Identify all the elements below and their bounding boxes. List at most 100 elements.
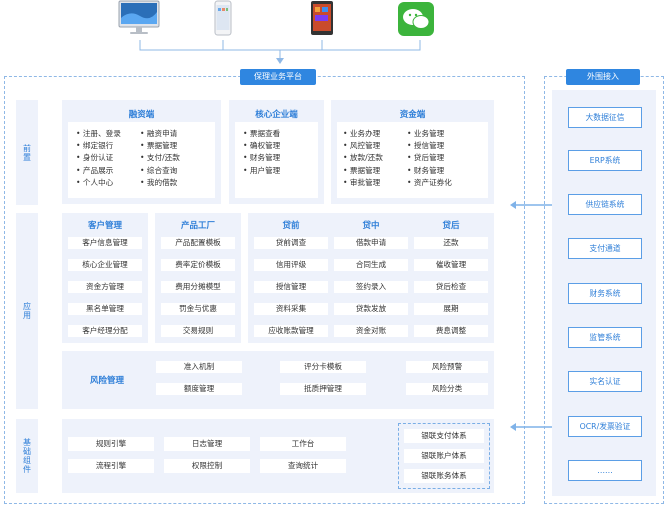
section-base: 基础组件 [16, 419, 38, 493]
list-item: 交易规则 [161, 325, 235, 337]
external-item: 实名认证 [568, 371, 642, 392]
external-item: …… [568, 460, 642, 481]
list-item: 产品配置模板 [161, 237, 235, 249]
list-item: 信用评级 [254, 259, 328, 271]
list-item: 查询统计 [260, 459, 346, 473]
list-item: 身份认证 [76, 152, 121, 164]
product-title: 产品工厂 [180, 221, 215, 231]
list-item: 规则引擎 [68, 437, 154, 451]
funding-panel: 资金端 业务办理 风控管理 放款/还款 票据管理 审批管理 业务管理 授信管理 … [331, 100, 494, 204]
list-item: 银联账户体系 [404, 449, 484, 463]
list-item: 黑名单管理 [68, 303, 142, 315]
platform-title: 保理业务平台 [240, 69, 316, 85]
list-item: 费息调整 [414, 325, 488, 337]
list-item: 工作台 [260, 437, 346, 451]
external-item: OCR/发票验证 [568, 416, 642, 437]
external-item: 大数据征信 [568, 107, 642, 128]
device-tablet-icon [310, 0, 334, 36]
list-item: 应收账款管理 [254, 325, 328, 337]
list-item: 审批管理 [343, 177, 383, 189]
external-item: ERP系统 [568, 150, 642, 171]
list-item: 风险预警 [406, 361, 488, 373]
list-item: 风控管理 [343, 140, 383, 152]
list-item: 催收管理 [414, 259, 488, 271]
list-item: 还款 [414, 237, 488, 249]
list-item: 风险分类 [406, 383, 488, 395]
list-item: 用户管理 [243, 165, 280, 177]
list-item: 票据管理 [343, 165, 383, 177]
financing-panel: 融资端 注册、登录 绑定银行 身份认证 产品展示 个人中心 融资申请 票据管理 … [62, 100, 221, 204]
customer-title: 客户管理 [87, 221, 122, 231]
list-item: 授信管理 [407, 140, 452, 152]
section-base-label: 基础组件 [22, 438, 32, 474]
list-item: 抵质押管理 [280, 383, 366, 395]
device-connector [139, 40, 421, 64]
list-item: 票据管理 [140, 140, 180, 152]
list-item: 贷后管理 [407, 152, 452, 164]
wechat-icon [398, 2, 434, 36]
list-item: 支付/还款 [140, 152, 180, 164]
funding-title: 资金端 [399, 110, 426, 120]
external-item: 财务系统 [568, 283, 642, 304]
list-item: 罚金与优惠 [161, 303, 235, 315]
list-item: 注册、登录 [76, 128, 121, 140]
device-desktop-icon [118, 0, 160, 36]
list-item: 融资申请 [140, 128, 180, 140]
list-item: 借款申请 [334, 237, 408, 249]
financing-title: 融资端 [128, 110, 155, 120]
list-item: 合同生成 [334, 259, 408, 271]
risk-title: 风险管理 [89, 376, 124, 386]
list-item: 贷后检查 [414, 281, 488, 293]
unionpay-group [398, 423, 490, 489]
list-item: 准入机制 [156, 361, 242, 373]
external-item: 监管系统 [568, 327, 642, 348]
external-item: 支付通道 [568, 238, 642, 259]
list-item: 资料采集 [254, 303, 328, 315]
list-item: 费率定价模板 [161, 259, 235, 271]
loan-mid-title: 贷中 [362, 221, 380, 231]
list-item: 核心企业管理 [68, 259, 142, 271]
core-enterprise-title: 核心企业端 [255, 110, 298, 120]
section-front: 前置 [16, 100, 38, 205]
list-item: 贷前调查 [254, 237, 328, 249]
list-item: 票据查看 [243, 128, 280, 140]
list-item: 评分卡模板 [280, 361, 366, 373]
section-app-label: 应用 [22, 302, 32, 320]
loan-post-title: 贷后 [442, 221, 460, 231]
list-item: 财务管理 [243, 152, 280, 164]
external-title: 外围接入 [566, 69, 640, 85]
list-item: 个人中心 [76, 177, 121, 189]
list-item: 费用分摊模型 [161, 281, 235, 293]
list-item: 权限控制 [164, 459, 250, 473]
loan-pre-title: 贷前 [282, 221, 300, 231]
list-item: 资金方管理 [68, 281, 142, 293]
list-item: 资产证券化 [407, 177, 452, 189]
section-front-label: 前置 [22, 143, 32, 162]
list-item: 贷款发放 [334, 303, 408, 315]
list-item: 综合查询 [140, 165, 180, 177]
list-item: 产品展示 [76, 165, 121, 177]
list-item: 绑定银行 [76, 140, 121, 152]
list-item: 业务管理 [407, 128, 452, 140]
external-item: 供应链系统 [568, 194, 642, 215]
list-item: 流程引擎 [68, 459, 154, 473]
list-item: 客户信息管理 [68, 237, 142, 249]
list-item: 银联支付体系 [404, 429, 484, 443]
loan-panel: 贷前 贷中 贷后 贷前调查 信用评级 授信管理 资料采集 应收账款管理 借款申请… [248, 213, 494, 343]
list-item: 授信管理 [254, 281, 328, 293]
list-item: 银联账务体系 [404, 469, 484, 483]
list-item: 财务管理 [407, 165, 452, 177]
list-item: 资金对账 [334, 325, 408, 337]
core-enterprise-panel: 核心企业端 票据查看 确权管理 财务管理 用户管理 [229, 100, 324, 204]
list-item: 日志管理 [164, 437, 250, 451]
list-item: 放款/还款 [343, 152, 383, 164]
customer-panel: 客户管理 客户信息管理 核心企业管理 资金方管理 黑名单管理 客户经理分配 [62, 213, 148, 343]
product-panel: 产品工厂 产品配置模板 费率定价模板 费用分摊模型 罚金与优惠 交易规则 [155, 213, 241, 343]
list-item: 客户经理分配 [68, 325, 142, 337]
section-app: 应用 [16, 213, 38, 409]
risk-panel: 风险管理 准入机制 评分卡模板 风险预警 额度管理 抵质押管理 风险分类 [62, 351, 494, 409]
list-item: 我的借款 [140, 177, 180, 189]
list-item: 签约录入 [334, 281, 408, 293]
list-item: 展期 [414, 303, 488, 315]
list-item: 额度管理 [156, 383, 242, 395]
